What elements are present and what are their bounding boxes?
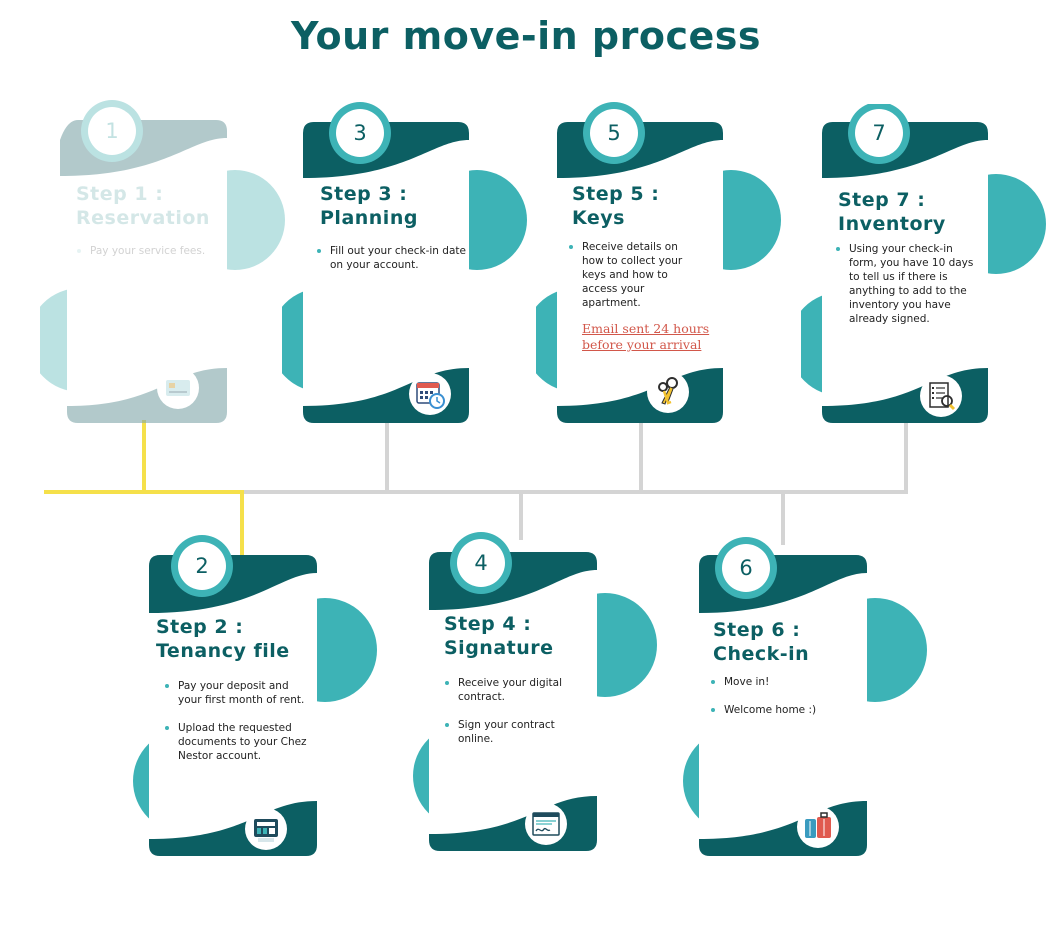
step-card-6: 6 Step 6 : Check-in Move in! Welcome hom…	[680, 535, 930, 875]
step-bullet-list: Fill out your check-in date on your acco…	[316, 244, 474, 286]
list-item: Receive details on how to collect your k…	[568, 240, 702, 310]
step-card-shape	[413, 532, 657, 851]
step-title: Step 2 : Tenancy file	[156, 615, 356, 663]
step-name: Reservation	[76, 207, 210, 229]
step-label: Step 4 :	[444, 613, 532, 635]
step-name: Check-in	[713, 643, 810, 665]
step-card-5: 5 Step 5 : Keys Receive details on how t…	[536, 100, 786, 440]
luggage-icon	[796, 805, 840, 849]
step-card-shape	[282, 102, 527, 423]
list-item: Welcome home :)	[710, 703, 850, 717]
list-item: Pay your service fees.	[76, 244, 234, 258]
email-note-link[interactable]: Email sent 24 hours before your arrival	[582, 321, 710, 352]
step-name: Tenancy file	[156, 640, 290, 662]
step-title: Step 6 : Check-in	[713, 618, 883, 666]
step-card-4: 4 Step 4 : Signature Receive your digita…	[410, 530, 660, 870]
step-label: Step 5 :	[572, 183, 660, 205]
step-label: Step 6 :	[713, 619, 801, 641]
list-item: Pay your deposit and your first month of…	[164, 679, 310, 707]
step-card-shape	[801, 104, 1046, 423]
step-bullet-list: Move in! Welcome home :)	[710, 675, 850, 731]
step-bullet-list: Pay your deposit and your first month of…	[164, 679, 310, 777]
step-card-shape	[536, 102, 781, 423]
step-name: Signature	[444, 637, 554, 659]
step-card-7: 7 Step 7 : Inventory Using your check-in…	[801, 104, 1051, 444]
inventory-checklist-icon	[919, 374, 963, 418]
list-item: Move in!	[710, 675, 850, 689]
step-card-shape	[133, 535, 377, 856]
step-name: Planning	[320, 207, 418, 229]
list-item: Sign your contract online.	[444, 718, 584, 746]
page-title: Your move-in process	[290, 14, 762, 58]
list-item: Fill out your check-in date on your acco…	[316, 244, 474, 272]
list-item: Receive your digital contract.	[444, 676, 584, 704]
list-item: Using your check-in form, you have 10 da…	[835, 242, 975, 326]
step-name: Inventory	[838, 213, 946, 235]
step-bullet-list: Receive details on how to collect your k…	[568, 240, 702, 324]
step-bullet-list: Using your check-in form, you have 10 da…	[835, 242, 975, 340]
step-label: Step 7 :	[838, 189, 926, 211]
step-label: Step 1 :	[76, 183, 164, 205]
signed-contract-icon	[524, 802, 568, 846]
step-title: Step 7 : Inventory	[838, 188, 1008, 236]
step-name: Keys	[572, 207, 625, 229]
calendar-clock-icon	[408, 372, 452, 416]
step-number-badge: 4	[474, 551, 488, 575]
step-title: Step 3 : Planning	[320, 182, 490, 230]
step-number-badge: 7	[872, 121, 886, 145]
step-label: Step 3 :	[320, 183, 408, 205]
step-card-1: 1 Step 1 : Reservation Pay your service …	[40, 100, 290, 440]
step-number-badge: 1	[105, 119, 119, 143]
keys-icon	[646, 370, 690, 414]
step-card-shape	[683, 537, 927, 856]
step-bullet-list: Pay your service fees.	[76, 244, 234, 272]
step-bullet-list: Receive your digital contract. Sign your…	[444, 676, 584, 760]
step-number-badge: 3	[353, 121, 367, 145]
step-title: Step 4 : Signature	[444, 612, 614, 660]
step-card-2: 2 Step 2 : Tenancy file Pay your deposit…	[130, 535, 380, 875]
step-number-badge: 6	[739, 556, 753, 580]
step-title: Step 5 : Keys	[572, 182, 742, 230]
step-number-badge: 2	[195, 554, 209, 578]
step-card-shape	[40, 100, 285, 423]
list-item: Upload the requested documents to your C…	[164, 721, 310, 763]
credit-card-icon	[156, 366, 200, 410]
step-card-3: 3 Step 3 : Planning Fill out your check-…	[282, 100, 532, 440]
step-number-badge: 5	[607, 121, 621, 145]
step-label: Step 2 :	[156, 616, 244, 638]
step-title: Step 1 : Reservation	[76, 182, 246, 230]
file-folder-icon	[244, 807, 288, 851]
